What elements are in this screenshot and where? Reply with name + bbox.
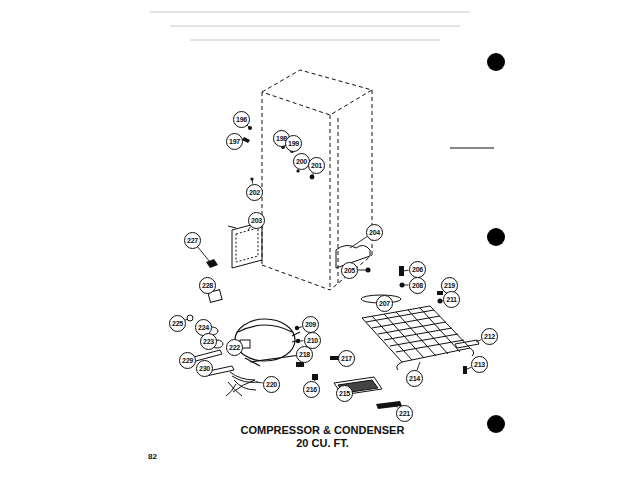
leader-line <box>299 340 304 341</box>
callout-circle: 204 <box>366 224 383 241</box>
callout-circle: 209 <box>302 316 319 333</box>
callout-number: 222 <box>229 344 240 351</box>
callout-number: 223 <box>203 338 214 345</box>
callout-number: 211 <box>446 296 456 303</box>
callout-number: 219 <box>444 282 455 289</box>
leader-line <box>252 179 254 184</box>
callout-number: 221 <box>399 410 410 417</box>
callout-circle: 216 <box>303 381 320 398</box>
leader-line <box>312 173 313 177</box>
condenser-coil <box>362 306 474 370</box>
callout-circle: 222 <box>226 339 243 356</box>
callout-number: 205 <box>344 267 355 274</box>
binder-holes <box>487 53 505 433</box>
callout-circle: 221 <box>396 405 413 422</box>
leader-line <box>417 362 420 370</box>
cabinet-outline <box>262 70 372 290</box>
callout-circle: 227 <box>184 232 201 249</box>
leader-line <box>298 327 302 328</box>
callout-number: 199 <box>288 140 299 147</box>
callout-circle: 229 <box>179 352 196 369</box>
callout-circle: 203 <box>248 212 265 229</box>
small-fasteners <box>242 126 371 273</box>
callout-number: 225 <box>172 320 183 327</box>
diagram-title: COMPRESSOR & CONDENSER 20 CU. FT. <box>239 424 406 450</box>
callout-number: 200 <box>296 158 307 165</box>
callout-circle: 196 <box>233 111 250 128</box>
leader-line <box>256 382 263 384</box>
callout-circle: 211 <box>443 291 460 308</box>
callout-circle: 197 <box>226 133 243 150</box>
callout-circle: 206 <box>409 261 426 278</box>
callout-circle: 212 <box>481 328 498 345</box>
wire-harness <box>226 372 258 396</box>
leader-line <box>403 270 409 272</box>
callout-number: 228 <box>202 282 213 289</box>
callout-number: 204 <box>369 229 380 236</box>
callout-number: 201 <box>311 162 322 169</box>
callout-number: 229 <box>182 357 193 364</box>
callout-number: 212 <box>484 333 495 340</box>
callout-number: 218 <box>299 351 310 358</box>
callout-number: 207 <box>379 300 390 307</box>
callout-number: 196 <box>236 116 247 123</box>
callout-number: 216 <box>306 386 317 393</box>
callout-number: 209 <box>305 321 316 328</box>
callout-number: 203 <box>251 217 262 224</box>
header-smudge <box>150 12 470 40</box>
leader-line <box>197 247 210 262</box>
leader-line <box>403 285 409 286</box>
callout-circle: 215 <box>336 385 353 402</box>
grommets <box>295 326 340 380</box>
callout-number: 227 <box>187 237 198 244</box>
rule-line <box>450 148 494 149</box>
callout-circle: 202 <box>246 184 263 201</box>
screws <box>399 266 467 374</box>
callout-circle: 213 <box>471 356 488 373</box>
callout-circle: 225 <box>169 315 186 332</box>
callout-number: 215 <box>339 390 350 397</box>
page-number: 82 <box>148 452 157 461</box>
coil-bracket <box>455 340 479 348</box>
callout-circle: 220 <box>263 376 280 393</box>
leader-line <box>358 270 367 271</box>
callout-number: 224 <box>198 324 209 331</box>
callout-number: 208 <box>412 282 423 289</box>
callout-number: 214 <box>409 375 420 382</box>
leader-line <box>476 340 481 342</box>
callout-number: 210 <box>307 337 318 344</box>
callout-circle: 228 <box>199 277 216 294</box>
callout-circle: 218 <box>296 346 313 363</box>
relay-parts <box>187 290 250 376</box>
callout-circle: 208 <box>409 277 426 294</box>
callout-number: 206 <box>412 266 423 273</box>
callout-number: 230 <box>199 365 210 372</box>
callout-number: 213 <box>474 361 485 368</box>
callout-circle: 230 <box>196 360 213 377</box>
leader-line <box>467 367 471 369</box>
callout-circle: 223 <box>200 333 217 350</box>
callout-circle: 199 <box>285 135 302 152</box>
leader-line <box>243 140 247 141</box>
callout-circle: 205 <box>341 262 358 279</box>
callout-number: 197 <box>229 138 240 145</box>
leader-line <box>350 237 367 248</box>
callout-number: 220 <box>266 381 277 388</box>
callout-circle: 207 <box>376 295 393 312</box>
callout-circle: 201 <box>308 157 325 174</box>
callout-circle: 214 <box>406 370 423 387</box>
callout-circle: 217 <box>338 350 355 367</box>
callout-number: 217 <box>341 355 352 362</box>
callout-number: 202 <box>249 189 260 196</box>
compressor <box>235 319 300 366</box>
clip <box>206 259 218 268</box>
